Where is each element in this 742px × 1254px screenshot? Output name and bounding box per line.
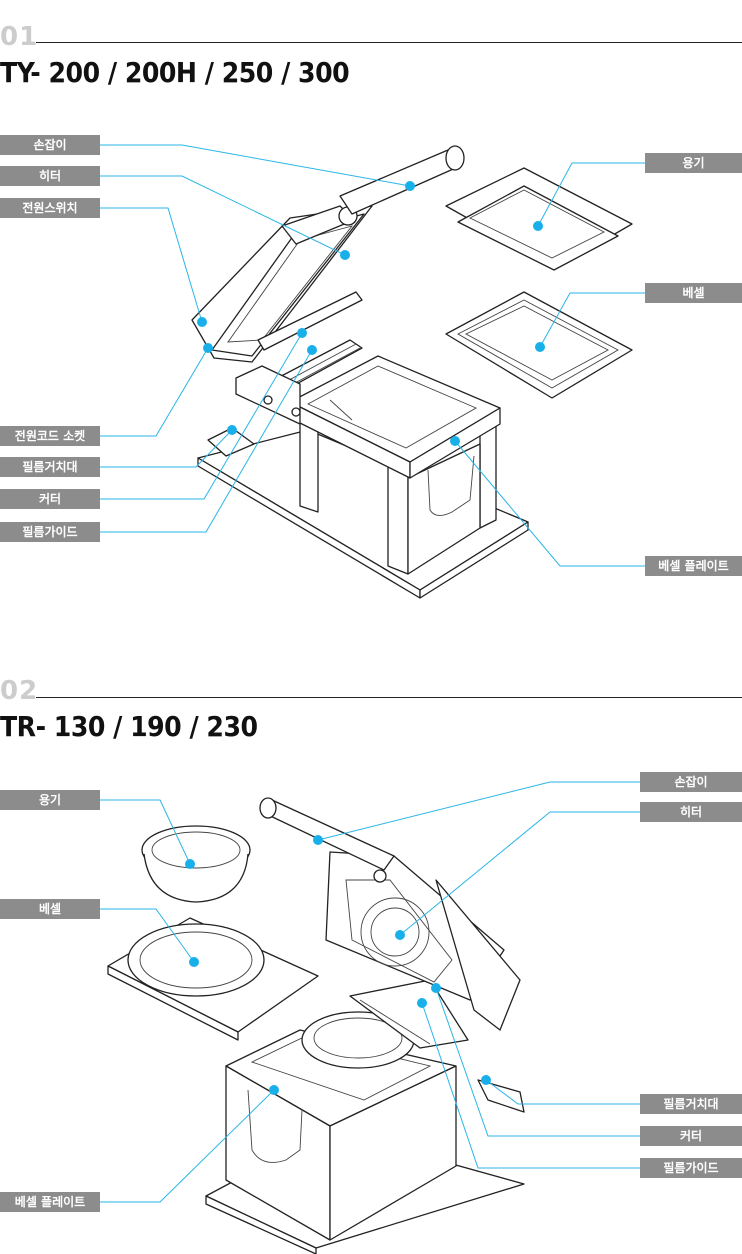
container-1 xyxy=(445,167,633,271)
label-cutter: 커터 xyxy=(0,489,100,509)
label-film-holder: 필름거치대 xyxy=(640,1094,742,1114)
label-vessel-plate: 베셀 플레이트 xyxy=(645,556,742,576)
vessel-2 xyxy=(107,917,319,1041)
container-2 xyxy=(141,825,251,903)
sealer-machine-1 xyxy=(191,145,529,599)
label-heater: 히터 xyxy=(0,166,100,186)
label-cutter: 커터 xyxy=(640,1126,742,1146)
label-container: 용기 xyxy=(0,790,100,810)
label-handle: 손잡이 xyxy=(640,772,742,792)
section-title: TY- 200 / 200H / 250 / 300 xyxy=(0,56,350,89)
label-container: 용기 xyxy=(645,153,742,173)
label-film-guide: 필름가이드 xyxy=(640,1158,742,1178)
label-vessel: 베셀 xyxy=(645,283,742,303)
label-film-holder: 필름거치대 xyxy=(0,457,100,477)
label-vessel-plate: 베셀 플레이트 xyxy=(0,1192,100,1212)
section-divider xyxy=(36,697,742,698)
section-title: TR- 130 / 190 / 230 xyxy=(0,710,258,743)
section-number: 01 xyxy=(0,22,39,52)
label-heater: 히터 xyxy=(640,802,742,822)
section-number: 02 xyxy=(0,676,39,706)
label-handle: 손잡이 xyxy=(0,135,100,155)
label-film-guide: 필름가이드 xyxy=(0,522,100,542)
label-power-switch: 전원스위치 xyxy=(0,198,100,218)
label-vessel: 베셀 xyxy=(0,899,100,919)
label-power-cord-socket: 전원코드 소켓 xyxy=(0,426,100,446)
section-divider xyxy=(36,42,742,43)
sealer-machine-2 xyxy=(205,797,525,1254)
